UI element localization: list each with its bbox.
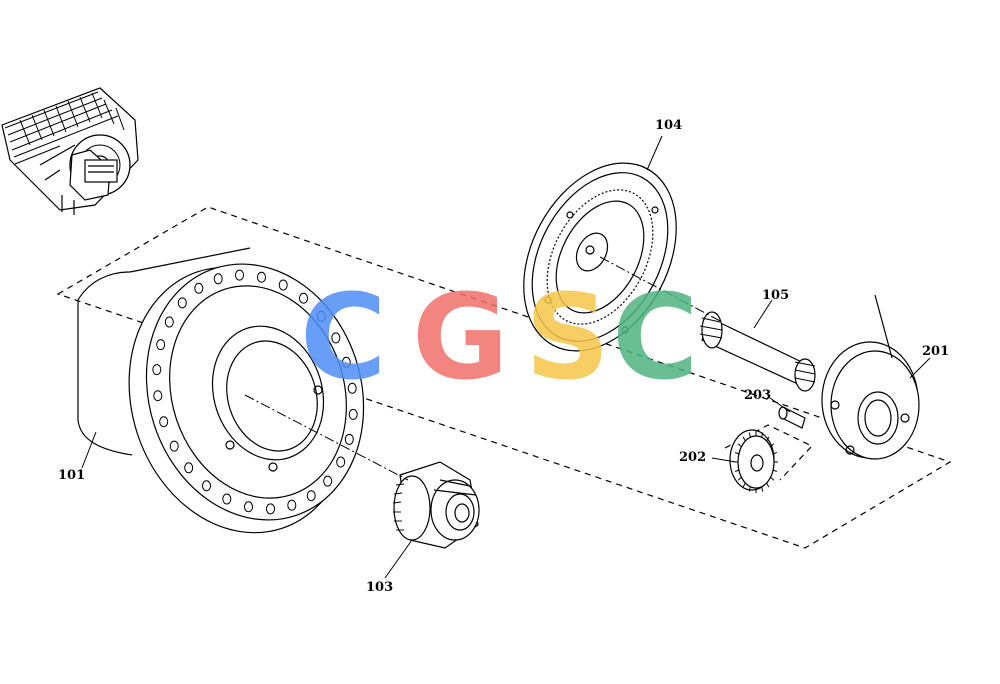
pin-203	[778, 406, 806, 429]
watermark-letter-3: S	[525, 268, 610, 406]
part-label-201: 201	[922, 344, 950, 359]
part-label-103: 103	[366, 580, 394, 595]
part-label-203: 203	[744, 388, 772, 403]
drum-housing-101	[77, 247, 365, 534]
part-label-105: 105	[762, 288, 790, 303]
planet-carrier-201	[821, 294, 920, 460]
leader-lines	[81, 135, 931, 579]
part-label-202: 202	[679, 450, 707, 465]
center-axis	[244, 394, 409, 481]
part-label-101: 101	[58, 468, 86, 483]
watermark-letter-2: G	[412, 268, 509, 406]
coupling-gear-103	[392, 461, 480, 549]
watermark-letter-4: C	[612, 268, 699, 406]
bolt-holes	[152, 269, 358, 515]
planet-gear-202	[729, 429, 778, 493]
shaft-105	[699, 311, 816, 392]
assembly-boundary	[56, 206, 952, 549]
excavator-track-inset	[1, 87, 139, 215]
part-label-104: 104	[655, 118, 683, 133]
watermark-letter-1: C	[300, 268, 387, 406]
